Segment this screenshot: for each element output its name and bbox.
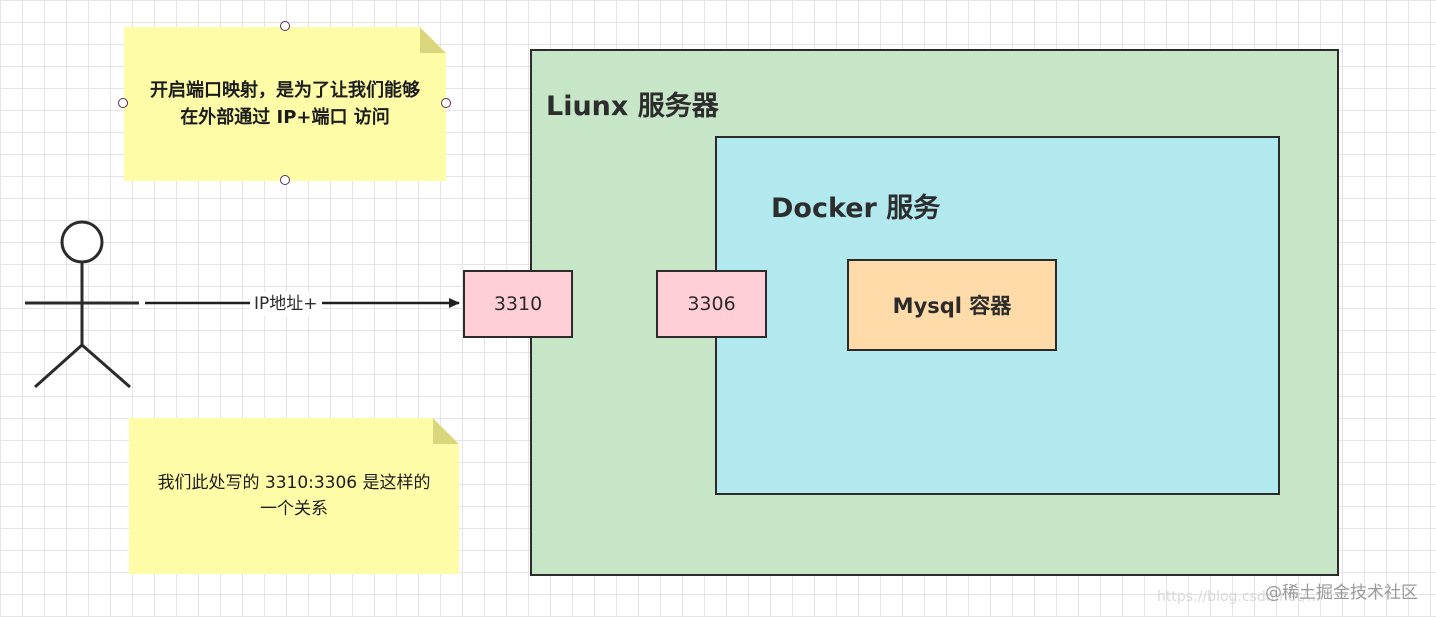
selection-handle-bottom[interactable] (280, 175, 290, 185)
mapping-relation-note-text: 我们此处写的 3310:3306 是这样的一个关系 (157, 473, 431, 519)
selection-handle-top[interactable] (280, 21, 290, 31)
watermark-url: https://blog.csdn.net/... (1157, 589, 1321, 605)
watermark-source: @稀土掘金技术社区 (1265, 583, 1418, 603)
arrow-label: IP地址+ (250, 292, 322, 316)
port-mapping-note[interactable]: 开启端口映射，是为了让我们能够在外部通过 IP+端口 访问 (124, 27, 446, 181)
mysql-container-box[interactable]: Mysql 容器 (847, 259, 1057, 351)
mysql-container-label: Mysql 容器 (892, 294, 1012, 318)
host-port-label: 3310 (493, 293, 543, 315)
docker-service-title: Docker 服务 (771, 193, 941, 224)
host-port-box[interactable]: 3310 (463, 270, 573, 338)
linux-server-title: Liunx 服务器 (546, 91, 719, 122)
selection-handle-left[interactable] (118, 98, 128, 108)
port-mapping-note-text: 开启端口映射，是为了让我们能够在外部通过 IP+端口 访问 (150, 80, 420, 128)
mapping-relation-note[interactable]: 我们此处写的 3310:3306 是这样的一个关系 (129, 418, 459, 574)
container-port-box[interactable]: 3306 (656, 270, 767, 338)
selection-handle-right[interactable] (441, 98, 451, 108)
container-port-label: 3306 (687, 293, 736, 315)
stick-figure-icon[interactable] (25, 220, 139, 389)
